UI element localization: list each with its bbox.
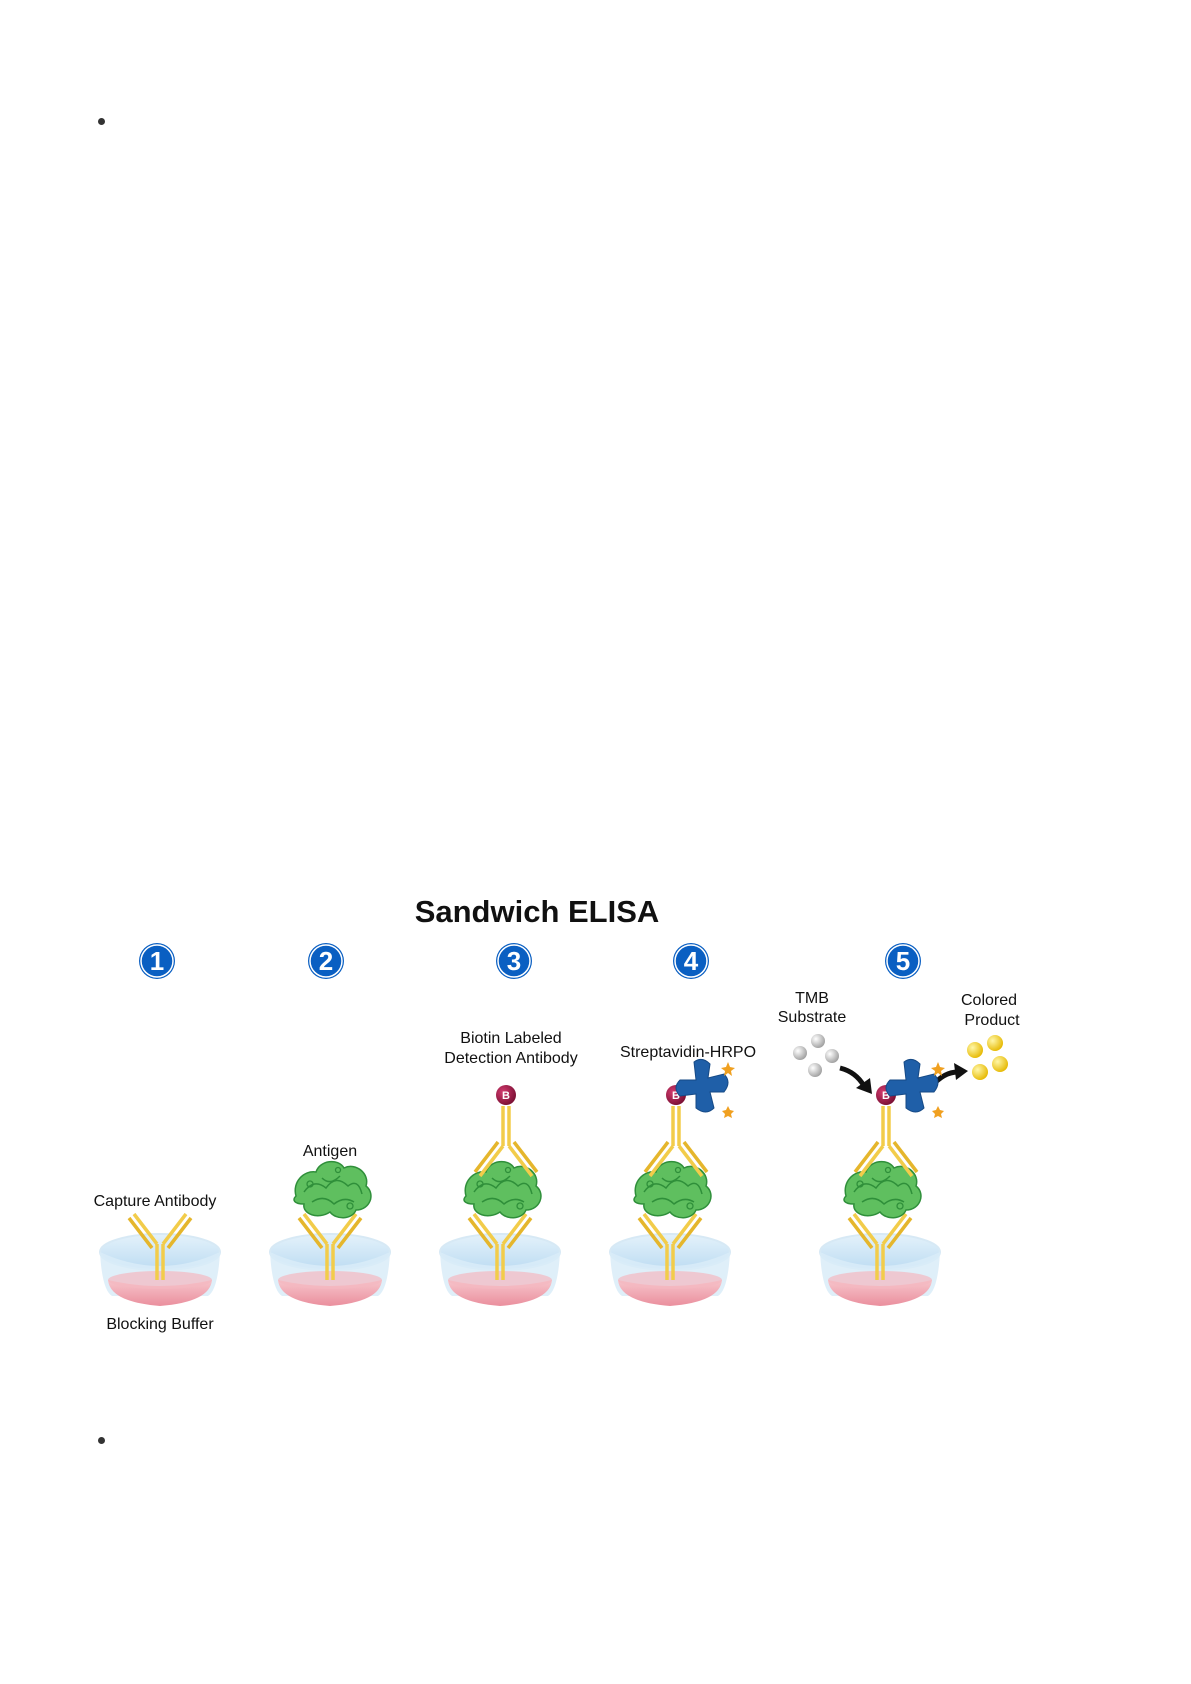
- step-number: 1: [150, 946, 164, 976]
- capture-antibody-label: Capture Antibody: [94, 1193, 217, 1210]
- antigen-label: Antigen: [303, 1143, 357, 1160]
- step-number: 3: [507, 946, 521, 976]
- step-3: Biotin Labeled Detection Antibody B: [440, 1030, 578, 1306]
- detection-antibody-label: Detection Antibody: [444, 1050, 577, 1067]
- step-number: 4: [684, 946, 699, 976]
- diagram-title: Sandwich ELISA: [415, 894, 660, 929]
- streptavidin-hrpo-icon: [676, 1059, 735, 1118]
- biotin-labeled-label: Biotin Labeled: [460, 1030, 561, 1047]
- blocking-buffer-label: Blocking Buffer: [106, 1316, 214, 1333]
- step-1: Capture Antibody Blocking Buffer: [94, 1193, 220, 1333]
- arrow-icon: [840, 1068, 872, 1094]
- step-number-badge: 4: [673, 943, 709, 979]
- well-icon: [440, 1234, 560, 1306]
- tmb-label: TMB: [795, 990, 829, 1007]
- step-number-badge: 5: [885, 943, 921, 979]
- substrate-label: Substrate: [778, 1009, 847, 1026]
- svg-text:B: B: [502, 1090, 510, 1102]
- tmb-substrate-icon: [793, 1034, 839, 1077]
- product-label: Product: [964, 1012, 1020, 1029]
- well-icon: [820, 1234, 940, 1306]
- step-number: 2: [319, 946, 333, 976]
- step-number-badge: 3: [496, 943, 532, 979]
- step-number-badge: 1: [139, 943, 175, 979]
- step-2: Antigen: [270, 1143, 390, 1306]
- well-icon: [270, 1234, 390, 1306]
- step-4: Streptavidin-HRPO B: [610, 1044, 756, 1306]
- biotin-icon: B: [496, 1085, 516, 1105]
- streptavidin-hrpo-label: Streptavidin-HRPO: [620, 1044, 756, 1061]
- colored-product-icon: [967, 1035, 1008, 1080]
- streptavidin-hrpo-icon: [886, 1059, 945, 1118]
- step-number: 5: [896, 946, 910, 976]
- well-icon: [610, 1234, 730, 1306]
- step-number-badge: 2: [308, 943, 344, 979]
- step-5: TMB Substrate Colored Product: [778, 990, 1020, 1306]
- colored-label: Colored: [961, 992, 1017, 1009]
- well-icon: [100, 1234, 220, 1306]
- antigen-icon: [294, 1162, 371, 1218]
